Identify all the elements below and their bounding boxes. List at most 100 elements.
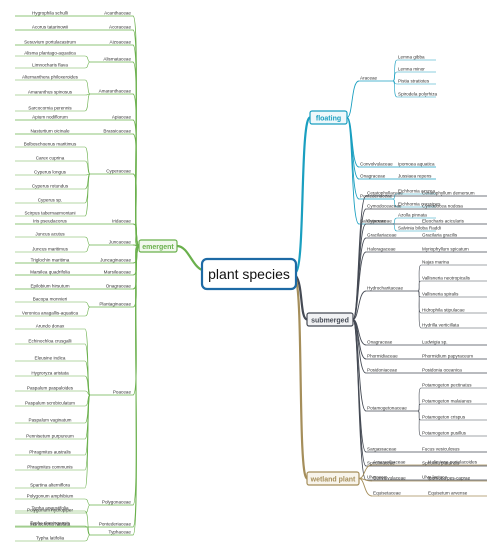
species-phragmites-australis[interactable]: Phragmites australis [29, 449, 71, 454]
species-hygrophila-schulli[interactable]: Hygrophila schulli [32, 10, 68, 15]
family-sargassaceae[interactable]: Sargassaceae [367, 446, 397, 451]
species-jussiaea-repens[interactable]: Jussiaea repens [398, 173, 432, 178]
family-cyperaceae[interactable]: Cyperaceae [367, 218, 392, 223]
family-juncaceae[interactable]: Juncaceae [109, 239, 132, 244]
species-polygonum-amphibium[interactable]: Polygonum amphibium [27, 493, 74, 498]
family-typhaceae[interactable]: Typhaceae [109, 529, 132, 534]
family-convolvulaceae[interactable]: Convolvulaceae [373, 475, 406, 480]
species-paspalum-scrobiculatum[interactable]: Paspalum scrobiculatum [25, 400, 75, 405]
species-phragmites-communis[interactable]: Phragmites communis [27, 464, 73, 469]
species-lemna-minor[interactable]: Lemna minor [398, 66, 425, 71]
category-node-floating[interactable]: floating [309, 110, 348, 125]
family-ulvaceae[interactable]: Ulvaceae [367, 474, 387, 479]
species-iris-pseudacorus[interactable]: Iris pseudacorus [33, 218, 67, 223]
family-equisetaceae[interactable]: Equisetaceae [373, 490, 401, 495]
family-convolvulaceae[interactable]: Convolvulaceae [360, 161, 393, 166]
family-polygonaceae[interactable]: Polygonaceae [102, 499, 132, 504]
family-ceratophyllaceae[interactable]: Ceratophyllaceae [367, 190, 403, 195]
species-posidonia-oceanica[interactable]: Posidonia oceanica [422, 367, 462, 372]
central-node[interactable]: plant species [200, 257, 298, 291]
family-apiaceae[interactable]: Apiaceae [112, 114, 132, 119]
species-salvinia-biloba-raddi[interactable]: Salvinia biloba Raddi [398, 225, 441, 230]
species-marsilea-quadrifolia[interactable]: Marsilea quadrifolia [30, 269, 70, 274]
species-fucus-vesiculosus[interactable]: Fucus vesiculosus [422, 446, 460, 451]
species-spartina-alterniflora[interactable]: Spartina alterniflora [30, 482, 70, 487]
species-cyperus-longus[interactable]: Cyperus longus [34, 169, 67, 174]
species-echinochloa-crusgalli[interactable]: Echinochloa crusgalli [28, 338, 71, 343]
family-potamogetonaceae[interactable]: Potamogetonaceae [367, 405, 407, 410]
species-vallisneria-spiralis[interactable]: Vallisneria spiralis [422, 291, 459, 296]
family-juncaginaceae[interactable]: Juncaginaceae [100, 257, 131, 262]
species-amaranthus-spinosus[interactable]: Amaranthus spinosus [28, 89, 73, 94]
species-limnocharis-flava[interactable]: Limnocharis flava [32, 62, 68, 67]
species-halimione-portulacoides[interactable]: Halimione portulacoides [428, 459, 478, 464]
family-acanthaceae[interactable]: Acanthaceae [104, 10, 131, 15]
species-potamogeton-pectinatus[interactable]: Potamogeton pectinatus [422, 382, 472, 387]
family-onagraceae[interactable]: Onagraceae [367, 339, 393, 344]
species-phormidium-papyraceum[interactable]: Phormidium papyraceum [422, 353, 473, 358]
family-iridaceae[interactable]: Iridaceae [112, 218, 131, 223]
species-paspalum-paspaloides[interactable]: Paspalum paspaloides [27, 385, 74, 390]
species-potamogeton-malaianus[interactable]: Potamogeton malaianus [422, 398, 472, 403]
species-spirulina-platensis[interactable]: Spirulina platensis [422, 460, 460, 465]
species-bolboschoenus-maritimus[interactable]: Bolboschoenus maritimus [24, 141, 77, 146]
family-aizoaceae[interactable]: Aizoaceae [110, 39, 132, 44]
species-monochoria-hastata[interactable]: Monochoria hastata [30, 521, 71, 526]
species-pistia-stratiotes[interactable]: Pistia stratiotes [398, 78, 430, 83]
family-hydrocharitaceae[interactable]: Hydrocharitaceae [367, 285, 403, 290]
family-poaceae[interactable]: Poaceae [113, 389, 132, 394]
species-scirpus-tabernaemontani[interactable]: Scirpus tabernaemontani [24, 210, 75, 215]
family-plantaginaceae[interactable]: Plantaginaceae [99, 301, 131, 306]
species-hydrilla-verticillata[interactable]: Hydrilla verticillata [422, 322, 459, 327]
species-veronica-anagallis-aquatica[interactable]: Veronica anagallis-aquatica [22, 310, 79, 315]
species-polygonum-hydropiper[interactable]: Polygonum hydropiper [27, 507, 73, 512]
family-cyperaceae[interactable]: Cyperaceae [106, 168, 131, 173]
species-lemna-gibba[interactable]: Lemna gibba [398, 54, 425, 59]
species-spirodela-polyrhiza[interactable]: Spirodela polyrhiza [398, 91, 438, 96]
species-ulva-lactuca[interactable]: Ulva lactuca [422, 474, 447, 479]
family-phormidiaceae[interactable]: Phormidiaceae [367, 353, 398, 358]
species-cymodocea-nodosa[interactable]: Cymodocea nodosa [422, 203, 463, 208]
category-node-wetland[interactable]: wetland plant [306, 471, 360, 486]
species-cyperus-rotundus[interactable]: Cyperus rotundus [32, 183, 69, 188]
species-eleocharis-acicularis[interactable]: Eleocharis acicularis [422, 218, 465, 223]
family-amaranthaceae[interactable]: Amaranthaceae [99, 88, 132, 93]
species-potamogeton-crispus[interactable]: Potamogeton crispus [422, 414, 466, 419]
family-pontederiaceae[interactable]: Pontederiaceae [99, 521, 132, 526]
family-cymodoceaceae[interactable]: Cymodoceaceae [367, 203, 402, 208]
species-nasturtium-oicinale[interactable]: Nasturtium oicinale [30, 128, 70, 133]
species-najas-marina[interactable]: Najas marina [422, 259, 450, 264]
species-alternanthera-philoxeroides[interactable]: Alternanthera philoxeroides [22, 74, 79, 79]
species-sesuvium-portulacastrum[interactable]: Sesuvium portulacastrum [24, 39, 76, 44]
family-onagraceae[interactable]: Onagraceae [106, 283, 132, 288]
species-ceratophyllum-demersum[interactable]: Ceratophyllum demersum [422, 190, 475, 195]
family-alismataceae[interactable]: Alismataceae [103, 56, 131, 61]
species-vallisneria-neotropicalis[interactable]: Vallisneria neotropicalis [422, 275, 471, 280]
family-posidoniaceae[interactable]: Posidoniaceae [367, 367, 398, 372]
species-eichhornia-crassipes[interactable]: Eichhornia crassipes [398, 201, 441, 206]
species-juncus-acutus[interactable]: Juncus acutus [35, 231, 65, 236]
species-typha-domingensis[interactable]: Typha domingensis [30, 520, 70, 525]
species-azolla-pinnata[interactable]: Azolla pinnata [398, 212, 427, 217]
species-juncus-maritimus[interactable]: Juncus maritimus [32, 246, 68, 251]
species-arundo-donax[interactable]: Arundo donax [36, 323, 65, 328]
species-apium-nodiflorum[interactable]: Apium nodiflorum [32, 114, 68, 119]
species-bacopa-monnieri[interactable]: Bacopa monnieri [33, 296, 67, 301]
species-potamogeton-pusillus[interactable]: Potamogeton pusillus [422, 430, 467, 435]
species-eichhornia-azurea[interactable]: Eichhornia azurea [398, 188, 435, 193]
family-pontederiaceae[interactable]: Pontederiaceae [360, 193, 393, 198]
species-equisetum-arvense[interactable]: Equisetum arvense [428, 490, 468, 495]
family-brassicaceae[interactable]: Brassicaceae [103, 128, 131, 133]
family-spirulinaceae[interactable]: Spirulinaceae [367, 460, 395, 465]
family-acoraceae[interactable]: Acoraceae [109, 24, 131, 29]
species-gracilaria-gracilis[interactable]: Gracilaria gracilis [422, 232, 458, 237]
family-araceae[interactable]: Araceae [360, 75, 378, 80]
species-triglochin-maritima[interactable]: Triglochin maritima [31, 257, 70, 262]
category-node-submerged[interactable]: submerged [306, 312, 354, 327]
species-cyperus-sp[interactable]: Cyperus sp. [38, 197, 63, 202]
species-pennisetum-purpureum[interactable]: Pennisetum purpureum [26, 433, 74, 438]
species-typha-angustifolia[interactable]: Typha angustifolia [31, 505, 68, 510]
species-sarcocornia-perennis[interactable]: Sarcocornia perennis [28, 105, 72, 110]
species-epilobium-hirsutum[interactable]: Epilobium hirsutum [30, 283, 69, 288]
species-myriophyllum-spicatum[interactable]: Myriophyllum spicatum [422, 246, 469, 251]
